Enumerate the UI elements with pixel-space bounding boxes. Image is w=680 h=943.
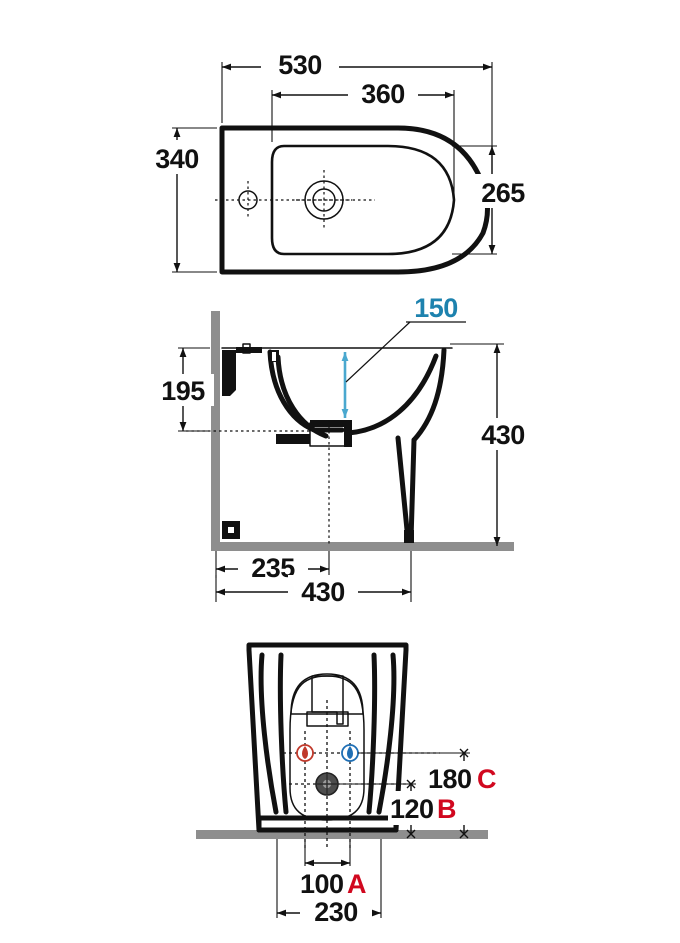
dimension-150-label: 150 bbox=[414, 293, 458, 323]
side-view: 150 195 430 bbox=[152, 293, 534, 607]
top-view: 530 360 340 bbox=[148, 48, 536, 275]
dimension-150-leader bbox=[345, 321, 411, 383]
front-view-right-rib bbox=[376, 652, 397, 815]
front-view-left-rib-inner bbox=[277, 652, 289, 815]
side-view-pedestal-left bbox=[395, 435, 411, 543]
side-view-inner-bowl-wall-2 bbox=[275, 354, 329, 439]
dimension-530-label: 530 bbox=[278, 50, 322, 80]
dimension-430-height-label: 430 bbox=[481, 420, 525, 450]
dimension-100-letter: A bbox=[347, 869, 366, 899]
dimension-195: 195 bbox=[152, 347, 214, 432]
dimension-360-label: 360 bbox=[361, 79, 405, 109]
dimension-265: 265 bbox=[452, 145, 536, 255]
dimension-180-label: 180 bbox=[428, 764, 472, 794]
side-view-lower-shelf bbox=[276, 434, 310, 444]
dimension-430-projection-label: 430 bbox=[301, 577, 345, 607]
dimension-180-c: 180 C bbox=[358, 748, 510, 839]
front-view-left-rib bbox=[258, 652, 279, 815]
dimension-430-height: 430 bbox=[450, 343, 534, 546]
front-view-floor bbox=[196, 830, 488, 839]
dimension-180-letter: C bbox=[477, 764, 496, 794]
dimension-360: 360 bbox=[271, 78, 455, 196]
dimension-430-projection: 430 bbox=[215, 551, 412, 607]
top-view-inner-bowl bbox=[270, 144, 456, 256]
top-view-tap-hole bbox=[238, 181, 258, 219]
front-view-upper-cap bbox=[290, 673, 364, 715]
side-view-rim-connector bbox=[236, 347, 262, 353]
hot-water-inlet-icon bbox=[296, 744, 314, 762]
dimension-340-label: 340 bbox=[155, 144, 199, 174]
side-view-outer-front-wall bbox=[411, 347, 447, 443]
side-view-bowl-underside bbox=[345, 353, 439, 436]
dimension-195-label: 195 bbox=[161, 376, 205, 406]
side-view-pedestal-right bbox=[408, 437, 417, 543]
side-view-floor-fixing bbox=[222, 521, 240, 539]
dimension-120-label: 120 bbox=[390, 794, 434, 824]
dimension-230: 230 bbox=[276, 839, 382, 928]
front-view: 180 C 120 B 100 A bbox=[196, 642, 510, 928]
top-view-waste-outlet-hole bbox=[296, 170, 352, 230]
dimension-100-a: 100 A bbox=[295, 839, 399, 900]
dimension-265-label: 265 bbox=[481, 178, 525, 208]
side-view-fixing-slot bbox=[242, 343, 251, 354]
dimension-120-letter: B bbox=[437, 794, 456, 824]
front-view-central-oval bbox=[289, 675, 365, 821]
front-view-right-rib-inner bbox=[366, 652, 378, 815]
side-view-pedestal-base bbox=[404, 530, 414, 543]
front-view-connector-base bbox=[306, 711, 349, 727]
side-view-bowl-top-slot bbox=[272, 352, 276, 361]
waste-outlet-icon bbox=[315, 772, 339, 796]
side-view-floor bbox=[211, 542, 514, 551]
dimension-530: 530 bbox=[221, 48, 493, 180]
dimension-230-label: 230 bbox=[314, 897, 358, 927]
top-view-outer-outline bbox=[219, 125, 490, 275]
dimension-120-b: 120 B bbox=[340, 779, 470, 839]
dimension-150-bowl-depth: 150 bbox=[341, 293, 466, 418]
side-view-wall-bracket bbox=[222, 350, 236, 396]
dimension-340: 340 bbox=[148, 127, 217, 273]
cold-water-inlet-icon bbox=[341, 744, 359, 762]
